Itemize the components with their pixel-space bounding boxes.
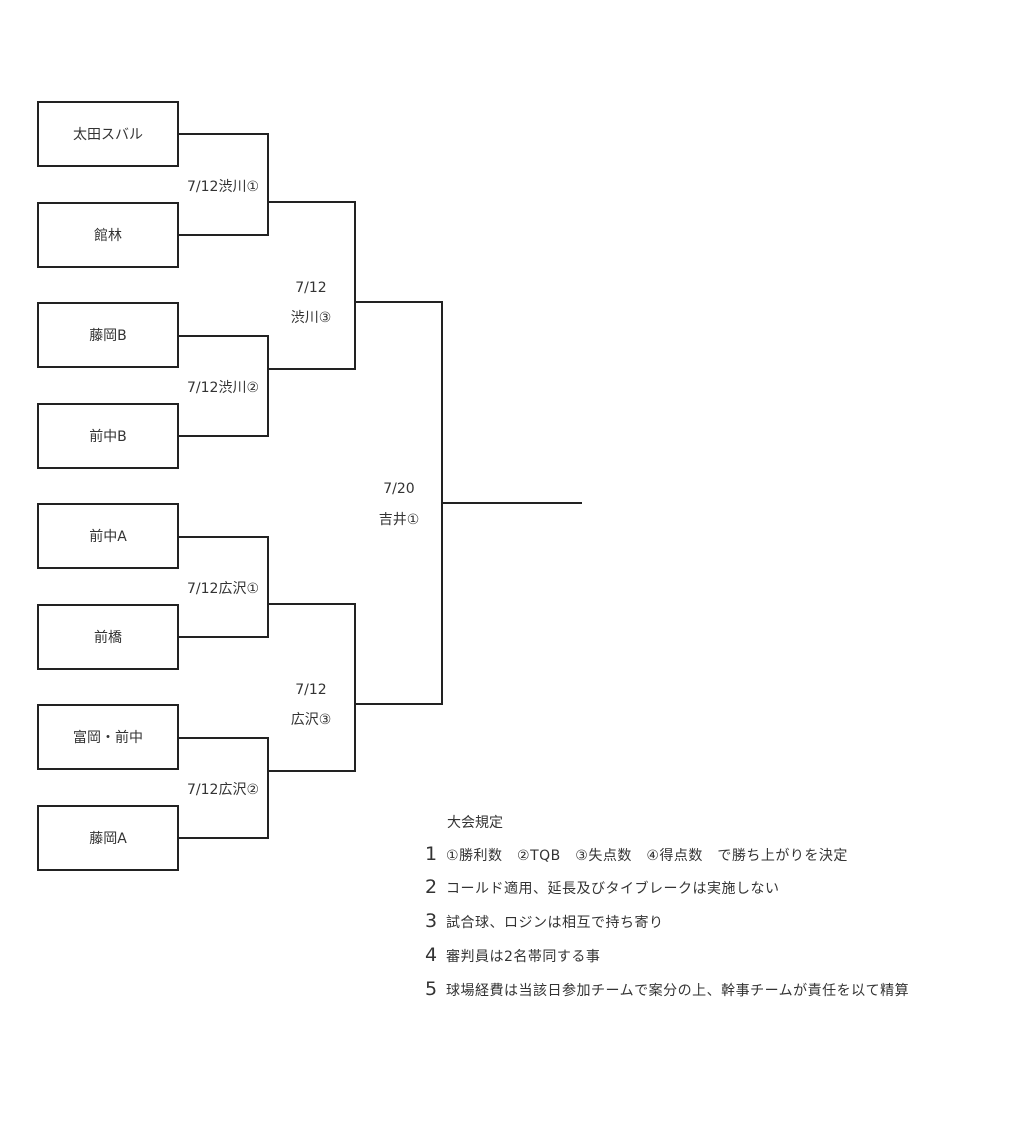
team-name: 前中B (89, 429, 127, 445)
team-box: 藤岡B (37, 302, 179, 368)
team-box: 富岡・前中 (37, 704, 179, 770)
bracket-line (267, 536, 269, 638)
match-label: 7/12渋川① (187, 179, 259, 195)
bracket-line (179, 234, 269, 236)
match-date: 7/12 (295, 280, 327, 296)
match-venue: 広沢③ (290, 712, 332, 728)
bracket-line (179, 335, 269, 337)
rule-text: 球場経費は当該日参加チームで案分の上、幹事チームが責任を以て精算 (446, 983, 910, 999)
bracket-line (267, 603, 356, 605)
bracket-line (267, 201, 356, 203)
bracket-line (354, 201, 356, 370)
bracket-line (179, 636, 269, 638)
match-label: 7/12広沢② (187, 782, 259, 798)
bracket-line (267, 770, 356, 772)
rule-text: コールド適用、延長及びタイブレークは実施しない (446, 881, 780, 897)
bracket-line (179, 435, 269, 437)
bracket-line (179, 536, 269, 538)
bracket-line (267, 737, 269, 839)
rule-item: 4 審判員は2名帯同する事 (425, 944, 600, 966)
bracket-line (267, 368, 356, 370)
bracket-line (354, 603, 356, 772)
match-date: 7/12 (295, 682, 327, 698)
rules-title: 大会規定 (447, 815, 503, 831)
rule-number: 1 (425, 843, 438, 865)
rule-number: 4 (425, 944, 438, 966)
bracket-line (179, 837, 269, 839)
team-name: 藤岡B (89, 328, 127, 344)
rule-item: 2 コールド適用、延長及びタイブレークは実施しない (425, 876, 780, 898)
rule-text: ①勝利数 ②TQB ③失点数 ④得点数 で勝ち上がりを決定 (446, 848, 848, 864)
bracket-line (267, 133, 269, 236)
rule-item: 1 ①勝利数 ②TQB ③失点数 ④得点数 で勝ち上がりを決定 (425, 843, 848, 865)
rule-item: 5 球場経費は当該日参加チームで案分の上、幹事チームが責任を以て精算 (425, 978, 909, 1000)
team-box: 館林 (37, 202, 179, 268)
rule-text: 試合球、ロジンは相互で持ち寄り (446, 915, 664, 931)
rule-number: 2 (425, 876, 438, 898)
team-name: 藤岡A (89, 831, 127, 847)
team-box: 太田スバル (37, 101, 179, 167)
match-label: 7/12広沢① (187, 581, 259, 597)
match-venue: 渋川③ (290, 310, 332, 326)
champion-line (441, 502, 582, 504)
bracket-line (354, 703, 443, 705)
team-name: 前橋 (94, 630, 122, 646)
bracket-line (354, 301, 443, 303)
bracket-line (179, 133, 269, 135)
team-box: 前中B (37, 403, 179, 469)
team-name: 前中A (89, 529, 127, 545)
team-box: 前中A (37, 503, 179, 569)
final-date: 7/20 (383, 481, 415, 497)
rule-number: 5 (425, 978, 438, 1000)
bracket-line (179, 737, 269, 739)
team-box: 藤岡A (37, 805, 179, 871)
match-label: 7/12渋川② (187, 380, 259, 396)
rule-item: 3 試合球、ロジンは相互で持ち寄り (425, 910, 664, 932)
team-box: 前橋 (37, 604, 179, 670)
final-venue: 吉井① (378, 512, 420, 528)
rule-number: 3 (425, 910, 438, 932)
rule-text: 審判員は2名帯同する事 (446, 949, 601, 965)
team-name: 富岡・前中 (73, 730, 143, 746)
team-name: 太田スバル (73, 127, 143, 143)
bracket-line (267, 335, 269, 437)
team-name: 館林 (94, 228, 122, 244)
